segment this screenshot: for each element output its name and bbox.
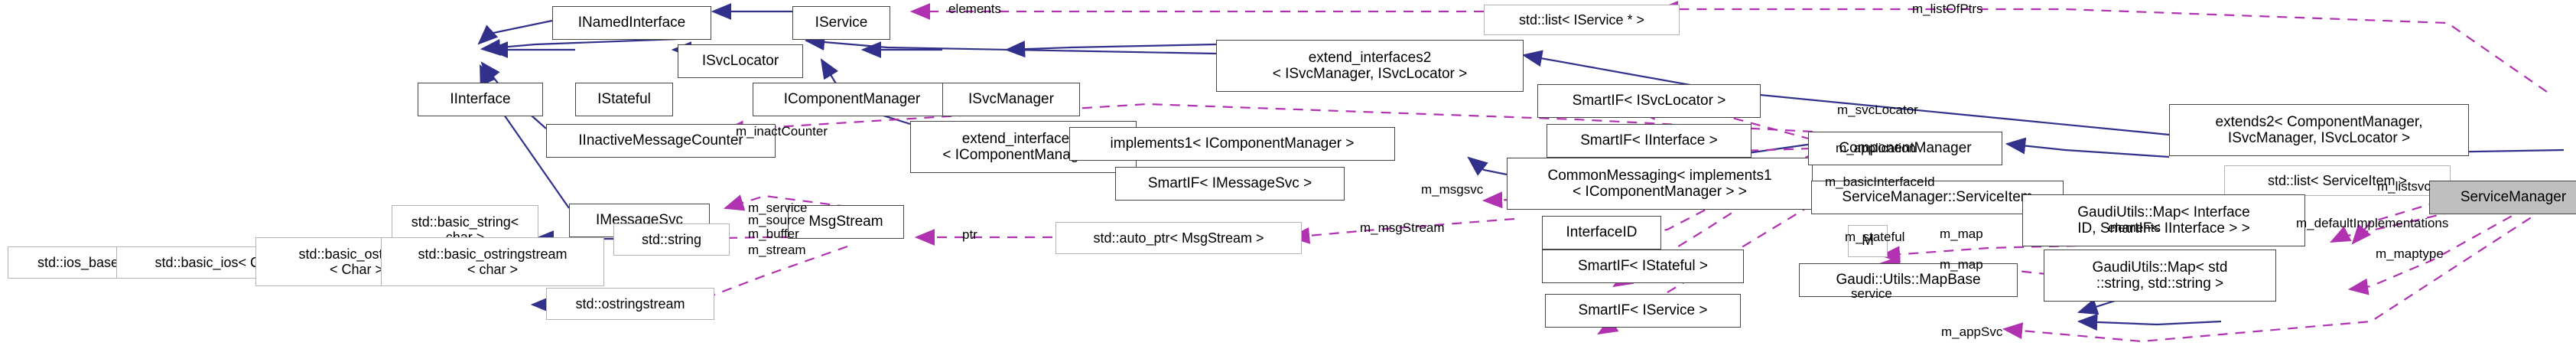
node-interfaceid[interactable]: InterfaceID — [1542, 216, 1661, 250]
edge-label-m-msgsvc: m_msgsvc — [1421, 182, 1484, 197]
edge-label-m-basicinterfaceid: m_basicInterfaceId — [1825, 174, 1935, 189]
edge-label-elements-right: elements — [2108, 220, 2161, 235]
node-extends2[interactable]: extends2< ComponentManager, ISvcManager,… — [2169, 104, 2469, 156]
edge-label-m-maptype: m_maptype — [2376, 246, 2444, 261]
node-smartif-istateful[interactable]: SmartIF< IStateful > — [1542, 250, 1744, 283]
node-gaudiutils-map-string[interactable]: GaudiUtils::Map< std ::string, std::stri… — [2044, 250, 2276, 302]
edge-label-m-application: m_application — [1836, 141, 1916, 155]
edge-label-m-svclocator: m_svcLocator — [1837, 103, 1918, 117]
node-istateful[interactable]: IStateful — [575, 83, 673, 116]
node-smartif-isvclocator[interactable]: SmartIF< ISvcLocator > — [1537, 84, 1761, 118]
node-iinactivemessagecounter[interactable]: IInactiveMessageCounter — [546, 124, 776, 158]
node-std-ios-base[interactable]: std::ios_base — [8, 246, 148, 279]
node-icomponentmanager[interactable]: IComponentManager — [753, 83, 951, 116]
node-isvcmanager[interactable]: ISvcManager — [942, 83, 1080, 116]
edge-label-m-stateful: m_stateful — [1845, 230, 1905, 244]
node-smartif-iservice[interactable]: SmartIF< IService > — [1545, 294, 1741, 328]
node-componentmanager[interactable]: ComponentManager — [1808, 132, 2002, 165]
node-servicemanager[interactable]: ServiceManager — [2429, 181, 2576, 214]
edge-label-m-listsvc: m_listsvc — [2377, 179, 2431, 194]
edge-label-m-listofptrs: m_listOfPtrs — [1912, 2, 1983, 16]
node-gaudiutils-map-interfaceid[interactable]: GaudiUtils::Map< Interface ID, SmartIF< … — [2022, 194, 2305, 246]
edge-label-m-inactcounter: m_inactCounter — [736, 124, 828, 139]
node-msgstream[interactable]: MsgStream — [788, 205, 904, 239]
edge-label-m-source: m_source — [748, 213, 805, 227]
node-std-list-iservice-ptr[interactable]: std::list< IService * > — [1484, 5, 1680, 35]
edge-label-ptr: ptr — [962, 227, 977, 242]
edge-label-service: service — [1851, 286, 1892, 301]
node-std-auto-ptr-msgstream[interactable]: std::auto_ptr< MsgStream > — [1055, 222, 1302, 254]
node-smartif-iinterface[interactable]: SmartIF< IInterface > — [1547, 124, 1751, 158]
node-gaudi-utils-mapbase[interactable]: Gaudi::Utils::MapBase — [1799, 263, 2018, 297]
edge-label-m-defaultimplementations: m_defaultImplementations — [2296, 216, 2449, 230]
node-extend-interfaces2[interactable]: extend_interfaces2 < ISvcManager, ISvcLo… — [1216, 40, 1524, 92]
node-inamedinterface[interactable]: INamedInterface — [552, 6, 711, 40]
node-iinterface[interactable]: IInterface — [418, 83, 543, 116]
edge-label-m-appsvc: m_appSvc — [1941, 325, 2003, 339]
node-std-string[interactable]: std::string — [613, 223, 730, 256]
edge-label-m-msgstream: m_msgStream — [1360, 220, 1445, 235]
node-std-basic-ostringstream-char[interactable]: std::basic_ostringstream < char > — [381, 237, 604, 286]
node-isvclocator[interactable]: ISvcLocator — [678, 44, 803, 78]
edge-label-elements-top: elements — [948, 2, 1001, 16]
edge-label-m-stream: m_stream — [748, 243, 806, 257]
node-std-ostringstream[interactable]: std::ostringstream — [546, 288, 714, 320]
edge-label-m-map-1: m_map — [1940, 227, 1983, 241]
node-implements1[interactable]: implements1< IComponentManager > — [1069, 127, 1395, 161]
node-commonmessaging[interactable]: CommonMessaging< implements1 < IComponen… — [1507, 158, 1813, 210]
node-smartif-imessagesvc[interactable]: SmartIF< IMessageSvc > — [1115, 167, 1345, 201]
edge-label-m-buffer: m_buffer — [748, 227, 799, 241]
edge-label-m-map-2: m_map — [1940, 257, 1983, 272]
node-iservice[interactable]: IService — [792, 6, 890, 40]
